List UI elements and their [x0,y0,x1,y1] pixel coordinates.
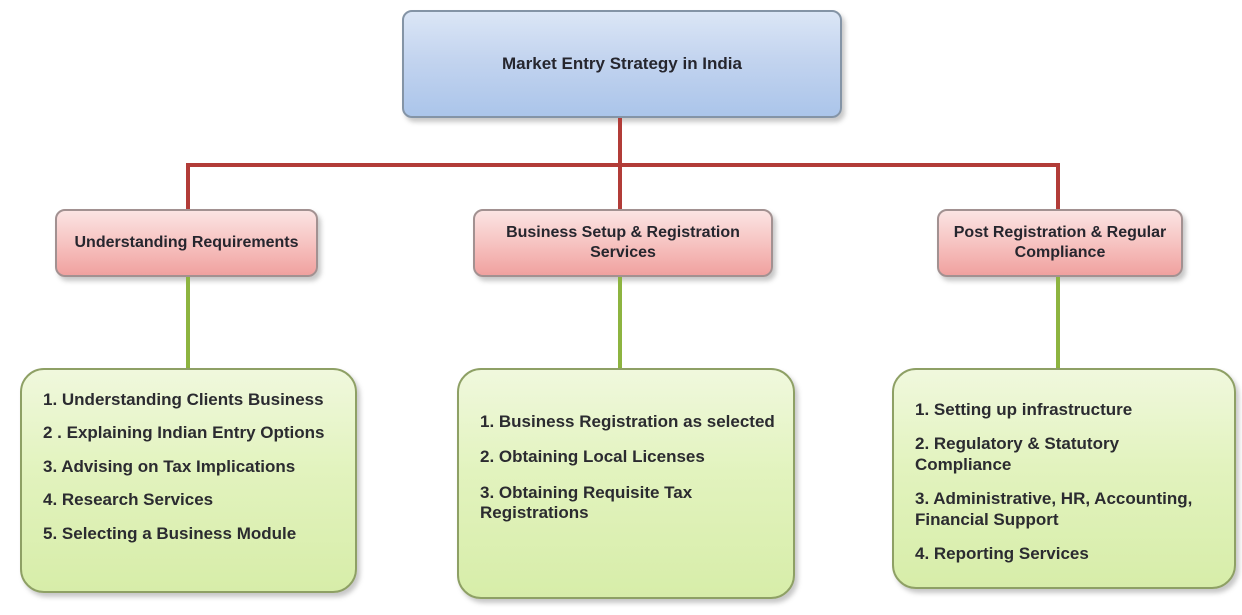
branch-title: Understanding Requirements [74,234,299,251]
list-item: 4. Research Services [43,490,214,510]
list-item: 2. Regulatory & Statutory Compliance [915,434,1120,474]
branch-title: Post Registration & Regular Compliance [953,224,1167,261]
list-item: 3. Obtaining Requisite Tax Registrations [480,482,693,523]
list-item: 2. Obtaining Local Licenses [480,447,705,467]
connector-green-right [1056,277,1060,368]
list-item: 3. Administrative, HR, Accounting, Finan… [915,489,1193,529]
connector-drop-right [1056,163,1060,209]
list-post-registration-compliance: 1. Setting up infrastructure 2. Regulato… [892,368,1236,589]
connector-green-center [618,277,622,368]
list-item: 1. Setting up infrastructure [915,400,1133,419]
branch-node-post-registration-compliance: Post Registration & Regular Compliance [937,209,1183,277]
list-item: 4. Reporting Services [915,543,1089,563]
root-node: Market Entry Strategy in India [402,10,842,118]
list-item: 3. Advising on Tax Implications [43,456,296,476]
root-node-title: Market Entry Strategy in India [502,54,742,73]
list-item: 5. Selecting a Business Module [43,523,297,543]
list-business-setup-registration: 1. Business Registration as selected 2. … [457,368,795,599]
branch-node-business-setup-registration: Business Setup & Registration Services [473,209,773,277]
connector-drop-left [186,163,190,209]
branch-title: Business Setup & Registration Services [506,224,740,261]
list-item: 2 . Explaining Indian Entry Options [43,423,325,443]
connector-horizontal-bar [186,163,1060,167]
list-understanding-requirements: 1. Understanding Clients Business 2 . Ex… [20,368,357,593]
list-item: 1. Business Registration as selected [480,412,775,431]
connector-green-left [186,277,190,368]
list-item: 1. Understanding Clients Business [43,390,324,409]
branch-node-understanding-requirements: Understanding Requirements [55,209,318,277]
